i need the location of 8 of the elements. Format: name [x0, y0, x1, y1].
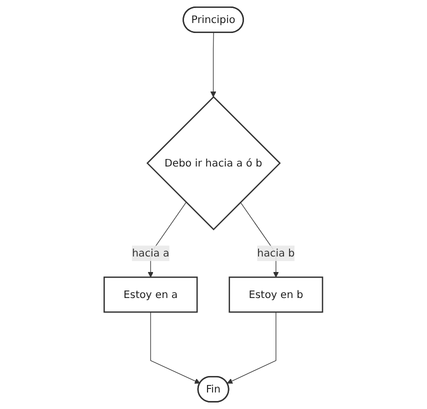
arrow: [227, 312, 276, 384]
node-box: Estoy en a: [104, 276, 198, 313]
arrow: [210, 32, 216, 98]
edge-label: hacia a: [132, 246, 170, 260]
node-box: Estoy en b: [228, 276, 324, 313]
arrow: [150, 312, 200, 384]
edge-label: hacia b: [257, 246, 295, 260]
node-diamond: Debo ir hacia a ó b: [146, 96, 281, 230]
